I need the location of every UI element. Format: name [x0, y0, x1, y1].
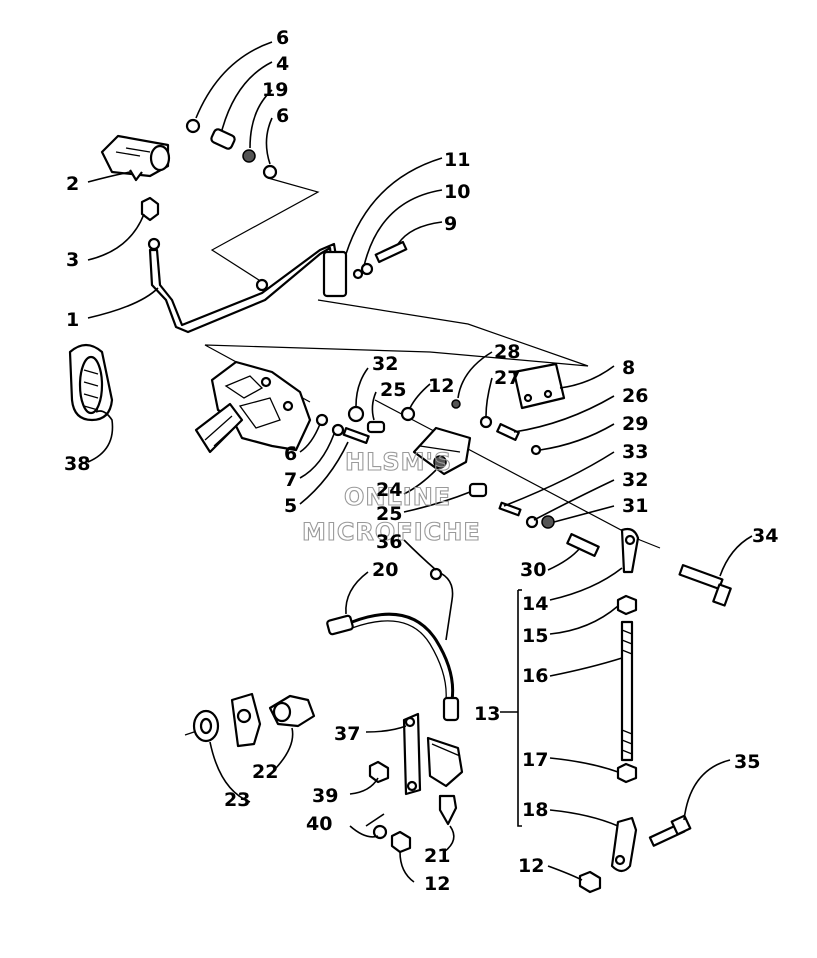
callout-23: 23 [224, 789, 250, 811]
callout-37: 37 [334, 723, 360, 745]
callout-2: 2 [66, 173, 79, 195]
callout-10: 10 [444, 181, 470, 203]
callout-30: 30 [520, 559, 546, 581]
watermark-line-3: MICROFICHE [302, 518, 481, 546]
callout-6-second: 6 [276, 105, 289, 127]
callout-28: 28 [494, 341, 520, 363]
lower-hardware-parts [368, 760, 458, 854]
callout-12-bottom-left: 12 [424, 873, 450, 895]
plate-bracket-parts [479, 362, 566, 456]
callout-6-top: 6 [276, 27, 289, 49]
switch-plate-parts [192, 692, 316, 748]
callout-15: 15 [522, 625, 548, 647]
top-hardware-parts [185, 118, 278, 180]
callout-19: 19 [262, 79, 288, 101]
wire-part-36 [429, 567, 454, 641]
callout-16: 16 [522, 665, 548, 687]
boot-part [68, 343, 114, 422]
engine-housing-part [194, 360, 312, 454]
cable-part [326, 612, 460, 722]
callout-labels: 6 4 19 6 2 3 1 11 10 9 32 25 12 28 27 8 … [64, 27, 778, 895]
callout-6-mid: 6 [284, 443, 297, 465]
callout-32-left: 32 [372, 353, 398, 375]
callout-26: 26 [622, 385, 648, 407]
shift-rod-part [147, 237, 348, 334]
bolt-part-35 [648, 814, 692, 847]
callout-3: 3 [66, 249, 79, 271]
callout-13: 13 [474, 703, 500, 725]
callout-1: 1 [66, 309, 79, 331]
callout-22: 22 [252, 761, 278, 783]
callout-33: 33 [622, 441, 648, 463]
nut-part-12-bottom [578, 870, 602, 894]
callout-29: 29 [622, 413, 648, 435]
callout-32-right: 32 [622, 469, 648, 491]
callout-14: 14 [522, 593, 548, 615]
callout-35: 35 [734, 751, 760, 773]
callout-8: 8 [622, 357, 635, 379]
arm-switch-part [402, 712, 464, 796]
bolt-part-34 [678, 564, 732, 607]
callout-25-upper: 25 [380, 379, 406, 401]
callout-7: 7 [284, 469, 297, 491]
shift-bracket-part [412, 426, 472, 476]
callout-20: 20 [372, 559, 398, 581]
callout-34: 34 [752, 525, 778, 547]
callout-31: 31 [622, 495, 648, 517]
leader-lines [87, 41, 753, 883]
callout-9: 9 [444, 213, 457, 235]
callout-21: 21 [424, 845, 450, 867]
callout-11: 11 [444, 149, 470, 171]
callout-4: 4 [276, 53, 289, 75]
tie-rod-assembly-part [610, 527, 640, 873]
nut-part-3 [140, 196, 160, 222]
callout-36: 36 [376, 531, 402, 553]
screw-washers-parts [352, 240, 408, 280]
callout-40: 40 [306, 813, 332, 835]
callout-12-bottom-right: 12 [518, 855, 544, 877]
callout-17: 17 [522, 749, 548, 771]
watermark-line-2: ONLINE [344, 483, 451, 511]
callout-25-lower: 25 [376, 503, 402, 525]
callout-24: 24 [376, 479, 402, 501]
right-hardware-parts [468, 482, 600, 557]
callout-27: 27 [494, 367, 520, 389]
callout-5: 5 [284, 495, 297, 517]
watermark: HLSM'S ONLINE MICROFICHE [301, 447, 481, 546]
handle-grip-part [100, 134, 171, 182]
callout-38: 38 [64, 453, 90, 475]
pivot-hardware-parts [315, 399, 461, 445]
watermark-line-1: HLSM'S [345, 448, 452, 476]
callout-18: 18 [522, 799, 548, 821]
callout-39: 39 [312, 785, 338, 807]
callout-12-mid: 12 [428, 375, 454, 397]
